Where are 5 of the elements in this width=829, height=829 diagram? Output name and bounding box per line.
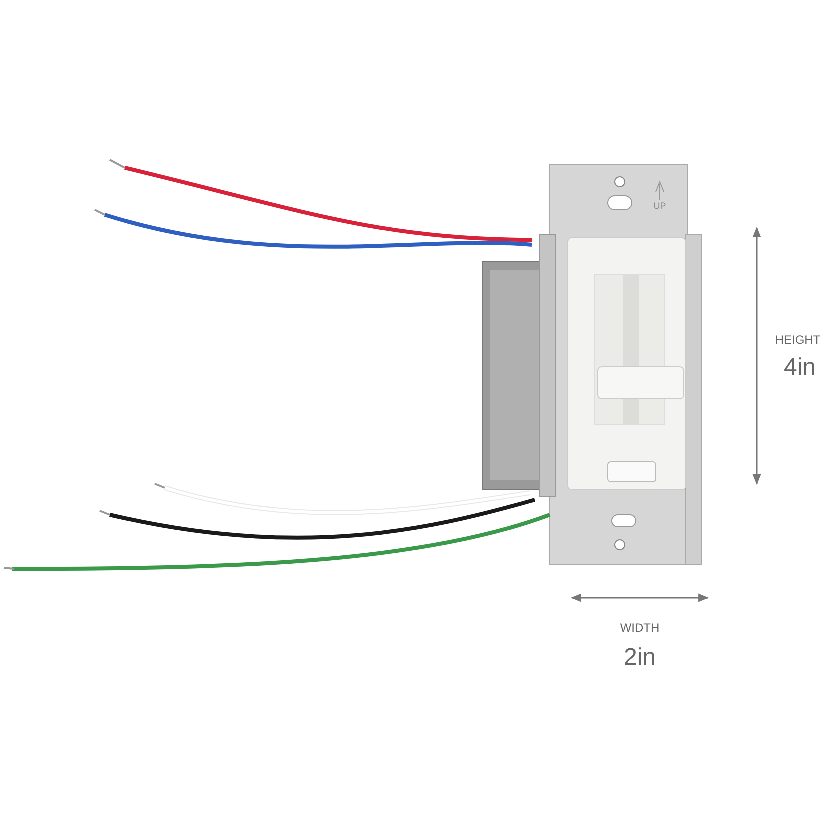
- dimension-value: 2in: [624, 644, 656, 672]
- dimension-label: HEIGHT: [775, 333, 821, 347]
- dimension-value: 4in: [784, 354, 816, 382]
- dimension-label: WIDTH: [620, 621, 660, 635]
- plate-marking: UP: [654, 201, 666, 211]
